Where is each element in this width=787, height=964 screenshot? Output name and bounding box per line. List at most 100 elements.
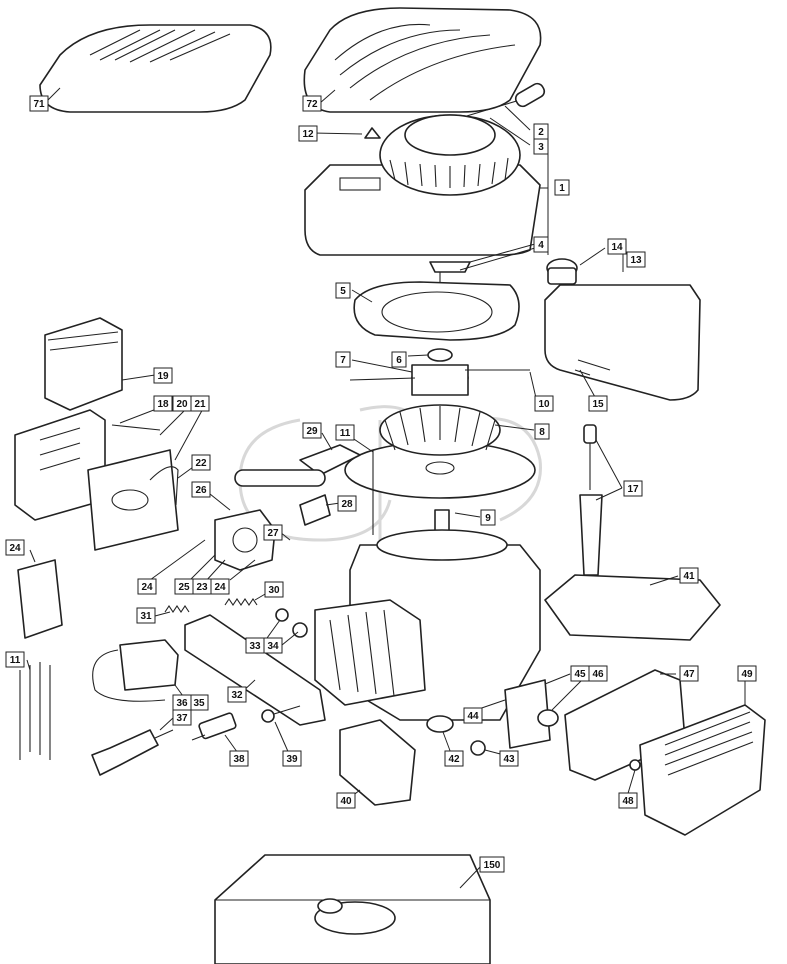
part-flywheel-hub-7 [349, 348, 530, 396]
part-fuel-tank-13 [544, 258, 701, 401]
callout-1: 1 [554, 179, 570, 196]
svg-text:28: 28 [341, 499, 353, 510]
callout-2: 2 [533, 123, 549, 140]
callout-31: 31 [136, 607, 156, 624]
svg-text:4: 4 [538, 240, 544, 251]
svg-text:46: 46 [592, 669, 604, 680]
part-engine-cover-72 [303, 7, 542, 113]
part-engine-block [314, 529, 541, 721]
part-gasket-5 [353, 281, 520, 341]
svg-text:150: 150 [484, 860, 501, 871]
svg-text:15: 15 [592, 399, 604, 410]
part-carburetor-26 [214, 469, 331, 571]
svg-text:10: 10 [538, 399, 550, 410]
svg-text:36: 36 [176, 698, 188, 709]
callout-41: 41 [679, 567, 699, 584]
svg-text:19: 19 [157, 371, 169, 382]
svg-text:23: 23 [196, 582, 208, 593]
callout-40: 40 [336, 792, 356, 809]
part-spring-31 [164, 605, 190, 613]
part-head-gasket-40 [339, 719, 416, 806]
svg-text:24: 24 [214, 582, 226, 593]
callout-15: 15 [588, 395, 608, 412]
part-flywheel-8 [344, 404, 536, 499]
part-spark-plug-38 [191, 712, 237, 741]
svg-text:12: 12 [302, 129, 314, 140]
svg-text:18: 18 [157, 399, 169, 410]
part-starter-handle-2 [459, 82, 546, 119]
svg-text:31: 31 [140, 611, 152, 622]
callout-36: 36 [172, 694, 192, 711]
svg-text:2: 2 [538, 127, 544, 138]
svg-text:9: 9 [485, 513, 491, 524]
svg-text:42: 42 [448, 754, 460, 765]
part-air-filter-19 [44, 317, 123, 411]
part-exhaust-elbow-46 [537, 709, 559, 727]
svg-text:22: 22 [195, 458, 207, 469]
part-dipstick-17 [579, 424, 603, 576]
svg-text:43: 43 [503, 754, 515, 765]
svg-text:37: 37 [176, 713, 188, 724]
callout-6: 6 [391, 351, 407, 368]
svg-text:30: 30 [268, 585, 280, 596]
callout-48: 48 [618, 792, 638, 809]
callout-19: 19 [153, 367, 173, 384]
part-throttle-plate-32 [184, 614, 326, 726]
svg-text:71: 71 [33, 99, 45, 110]
svg-text:38: 38 [233, 754, 245, 765]
callout-33: 33 [245, 637, 265, 654]
svg-text:41: 41 [683, 571, 695, 582]
callout-38: 38 [229, 750, 249, 767]
part-screw-48 [629, 759, 641, 771]
part-washer-33 [275, 608, 289, 622]
svg-text:29: 29 [306, 426, 318, 437]
part-oil-seal-42 [426, 715, 454, 733]
svg-text:25: 25 [178, 582, 190, 593]
callout-21: 21 [190, 395, 210, 412]
svg-text:27: 27 [267, 528, 279, 539]
callout-14: 14 [607, 238, 627, 255]
callout-27: 27 [263, 524, 283, 541]
part-blower-housing-1 [304, 114, 541, 256]
part-muffler-bracket-45 [504, 679, 551, 749]
callout-5: 5 [335, 282, 351, 299]
svg-text:40: 40 [340, 796, 352, 807]
callout-150: 150 [479, 856, 505, 873]
callout-24-carb: 24 [137, 578, 157, 595]
svg-text:34: 34 [267, 641, 279, 652]
callout-71: 71 [29, 95, 49, 112]
svg-text:48: 48 [622, 796, 634, 807]
svg-text:32: 32 [231, 690, 243, 701]
callout-11-bottom: 11 [5, 651, 25, 668]
svg-text:49: 49 [741, 669, 753, 680]
callout-43: 43 [499, 750, 519, 767]
svg-text:14: 14 [611, 242, 623, 253]
svg-text:20: 20 [176, 399, 188, 410]
svg-text:13: 13 [630, 255, 642, 266]
part-breather-tube-22 [149, 466, 179, 506]
callout-3: 3 [533, 138, 549, 155]
callout-72: 72 [302, 95, 322, 112]
callout-39: 39 [282, 750, 302, 767]
callout-24-left: 24 [5, 539, 25, 556]
svg-text:24: 24 [9, 543, 21, 554]
svg-text:35: 35 [193, 698, 205, 709]
callout-labels: 71 72 12 2 3 1 4 14 13 5 19 7 6 10 15 18… [5, 95, 757, 873]
svg-text:26: 26 [195, 485, 207, 496]
callout-17: 17 [623, 480, 643, 497]
svg-text:72: 72 [306, 99, 318, 110]
svg-text:11: 11 [10, 655, 21, 666]
svg-text:24: 24 [141, 582, 153, 593]
part-spring-30 [224, 598, 258, 606]
part-gasket-24 [17, 559, 63, 639]
callout-9: 9 [480, 509, 496, 526]
svg-text:1: 1 [559, 183, 565, 194]
callout-26: 26 [191, 481, 211, 498]
callout-46: 46 [588, 665, 608, 682]
part-bolt-39 [261, 705, 301, 723]
svg-text:44: 44 [467, 711, 479, 722]
callout-30: 30 [264, 581, 284, 598]
part-sump-gasket-41 [544, 574, 721, 641]
svg-text:8: 8 [539, 427, 545, 438]
svg-text:3: 3 [538, 142, 544, 153]
